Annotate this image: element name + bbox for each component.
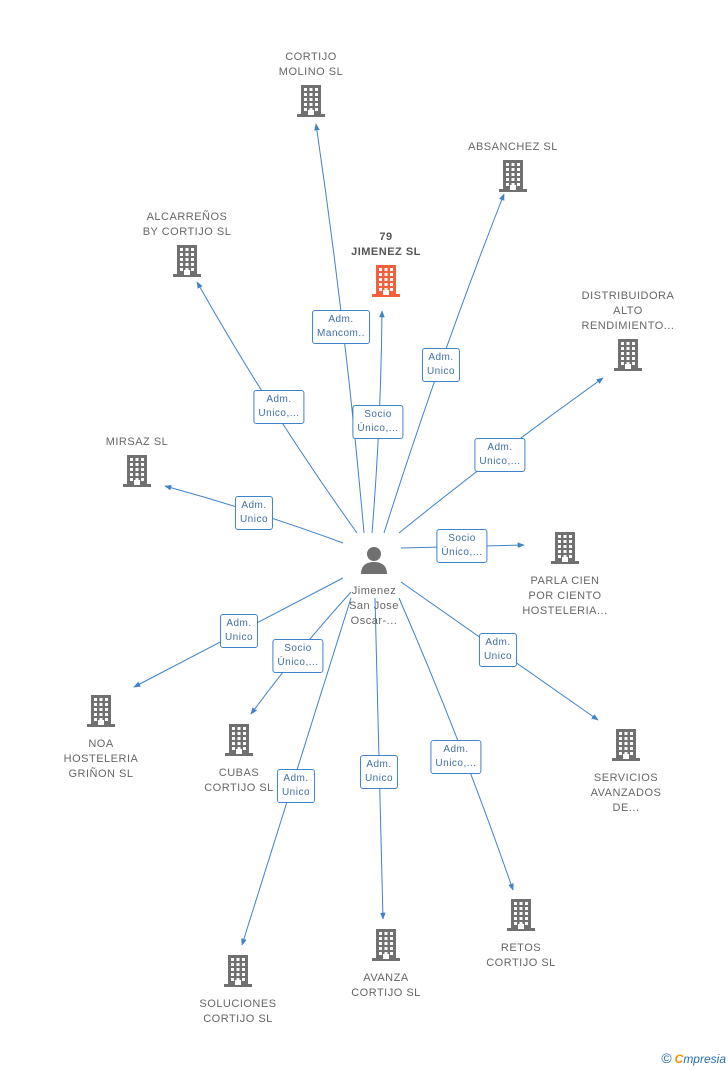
node-icon-wrap: [371, 928, 401, 967]
node-label: RETOS CORTIJO SL: [486, 942, 556, 969]
node-icon-wrap: [611, 728, 641, 767]
building-icon: [612, 729, 640, 761]
node-icon-wrap: [613, 338, 643, 377]
building-icon: [551, 532, 579, 564]
building-icon: [173, 245, 201, 277]
brand-logo-initial: C: [674, 1052, 684, 1066]
building-icon: [507, 899, 535, 931]
edge-label-avanza[interactable]: Adm. Unico: [359, 755, 399, 789]
node-alcarrenos[interactable]: ALCARREÑOS BY CORTIJO SL: [112, 210, 262, 283]
node-label: DISTRIBUIDORA ALTO RENDIMIENTO...: [581, 290, 675, 332]
edge-label-alcarrenos[interactable]: Adm. Unico,...: [253, 390, 305, 424]
node-retos[interactable]: RETOS CORTIJO SL: [446, 898, 596, 971]
node-label: ABSANCHEZ SL: [468, 141, 558, 153]
node-icon-wrap: [550, 531, 580, 570]
node-label: SOLUCIONES CORTIJO SL: [199, 998, 277, 1025]
edge-label-servicios[interactable]: Adm. Unico: [478, 633, 518, 667]
edge-label-79-jimenez[interactable]: Socio Único,...: [352, 405, 404, 439]
node-icon-wrap: [371, 264, 401, 303]
node-soluciones[interactable]: SOLUCIONES CORTIJO SL: [163, 954, 313, 1027]
edge-label-cubas[interactable]: Socio Único,...: [272, 639, 324, 673]
node-cubas[interactable]: CUBAS CORTIJO SL: [164, 723, 314, 796]
building-icon: [297, 85, 325, 117]
node-label: MIRSAZ SL: [105, 436, 169, 448]
edge-label-retos[interactable]: Adm. Unico,...: [430, 740, 482, 774]
node-icon-wrap: [224, 723, 254, 762]
node-parla-cien[interactable]: PARLA CIEN POR CIENTO HOSTELERIA...: [490, 531, 640, 619]
node-cortijo-molino[interactable]: CORTIJO MOLINO SL: [236, 50, 386, 123]
building-icon: [224, 955, 252, 987]
edge-label-absanchez[interactable]: Adm. Unico: [421, 348, 461, 382]
node-icon-wrap: [296, 84, 326, 123]
node-label: ALCARREÑOS BY CORTIJO SL: [142, 211, 232, 238]
node-79-jimenez[interactable]: 79 JIMENEZ SL: [311, 230, 461, 303]
edge-label-noa[interactable]: Adm. Unico: [219, 614, 259, 648]
node-label: Jimenez San Jose Oscar-...: [349, 585, 399, 627]
building-icon: [372, 929, 400, 961]
node-icon-wrap: [172, 244, 202, 283]
node-label: CUBAS CORTIJO SL: [204, 767, 274, 794]
node-label: 79 JIMENEZ SL: [351, 231, 421, 258]
node-label: AVANZA CORTIJO SL: [351, 972, 421, 999]
node-icon-wrap: [86, 694, 116, 733]
node-distribuidora[interactable]: DISTRIBUIDORA ALTO RENDIMIENTO...: [553, 289, 703, 377]
node-noa[interactable]: NOA HOSTELERIA GRIÑON SL: [26, 694, 176, 782]
building-icon: [123, 455, 151, 487]
node-icon-wrap: [498, 159, 528, 198]
node-icon-wrap: [359, 545, 389, 580]
building-icon: [372, 265, 400, 297]
person-icon: [361, 547, 387, 574]
node-icon-wrap: [122, 454, 152, 493]
node-mirsaz[interactable]: MIRSAZ SL: [62, 435, 212, 493]
edge-label-mirsaz[interactable]: Adm. Unico: [234, 496, 274, 530]
building-icon: [499, 160, 527, 192]
node-absanchez[interactable]: ABSANCHEZ SL: [438, 140, 588, 198]
edge-label-distribuidora[interactable]: Adm. Unico,...: [474, 438, 526, 472]
edge-label-cortijo-molino[interactable]: Adm. Mancom..: [312, 310, 370, 344]
node-label: SERVICIOS AVANZADOS DE...: [590, 772, 662, 814]
node-person[interactable]: Jimenez San Jose Oscar-...: [299, 545, 449, 629]
node-servicios[interactable]: SERVICIOS AVANZADOS DE...: [551, 728, 701, 816]
node-icon-wrap: [506, 898, 536, 937]
building-icon: [614, 339, 642, 371]
edge-label-soluciones[interactable]: Adm. Unico: [276, 769, 316, 803]
node-label: NOA HOSTELERIA GRIÑON SL: [63, 738, 139, 780]
copyright-symbol: ©: [661, 1050, 672, 1066]
brand-logo-text: mpresia: [683, 1052, 726, 1066]
building-icon: [225, 724, 253, 756]
node-icon-wrap: [223, 954, 253, 993]
building-icon: [87, 695, 115, 727]
node-avanza[interactable]: AVANZA CORTIJO SL: [311, 928, 461, 1001]
node-label: CORTIJO MOLINO SL: [278, 51, 344, 78]
brand-footer: ©Cmpresia: [661, 1050, 726, 1066]
edge-label-parla-cien[interactable]: Socio Único,...: [436, 529, 488, 563]
node-label: PARLA CIEN POR CIENTO HOSTELERIA...: [522, 575, 608, 617]
